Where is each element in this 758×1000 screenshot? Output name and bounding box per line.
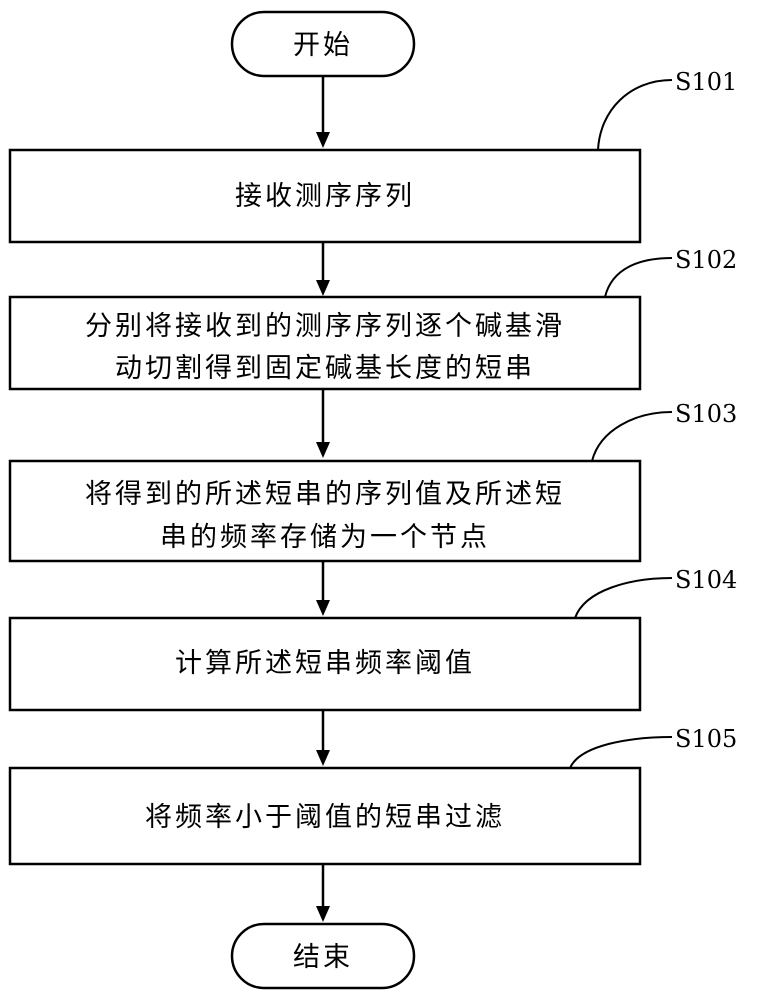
process-box-s104 [8,616,642,712]
process-box-s103 [8,459,642,563]
end-label: 结束 [293,942,353,973]
step-label-s105: S105 [675,725,737,753]
process-s103-line-2: 串的频率存储为一个节点 [160,522,490,553]
arrowhead-s101-s102 [316,280,330,296]
leader-s105 [569,736,673,769]
leader-s104 [574,577,673,619]
arrowhead-s104-s105 [316,750,330,766]
leader-s102 [604,257,673,298]
start-label: 开始 [293,30,353,61]
step-label-s101: S101 [675,68,737,96]
arrowhead-s103-s104 [316,600,330,616]
leader-s101 [597,79,673,151]
process-s101-line-1: 接收测序序列 [235,181,415,212]
process-s103-line-1: 将得到的所述短串的序列值及所述短 [85,479,565,510]
process-s105-line-1: 将频率小于阈值的短串过滤 [145,802,505,833]
arrowhead-s102-s103 [316,442,330,458]
process-s102-line-2: 动切割得到固定碱基长度的短串 [115,353,535,384]
step-label-s103: S103 [675,400,737,428]
end-terminal [230,922,416,990]
leader-s103 [591,411,673,462]
arrowhead-start-s101 [316,132,330,148]
process-box-s101 [8,148,642,244]
process-box-s105 [8,766,642,866]
step-label-s104: S104 [675,566,737,594]
process-s102-line-1: 分别将接收到的测序序列逐个碱基滑 [85,311,565,342]
step-label-s102: S102 [675,246,737,274]
process-s104-line-1: 计算所述短串频率阈值 [175,648,475,679]
process-box-s102 [8,295,642,391]
arrowhead-s105-end [316,906,330,922]
